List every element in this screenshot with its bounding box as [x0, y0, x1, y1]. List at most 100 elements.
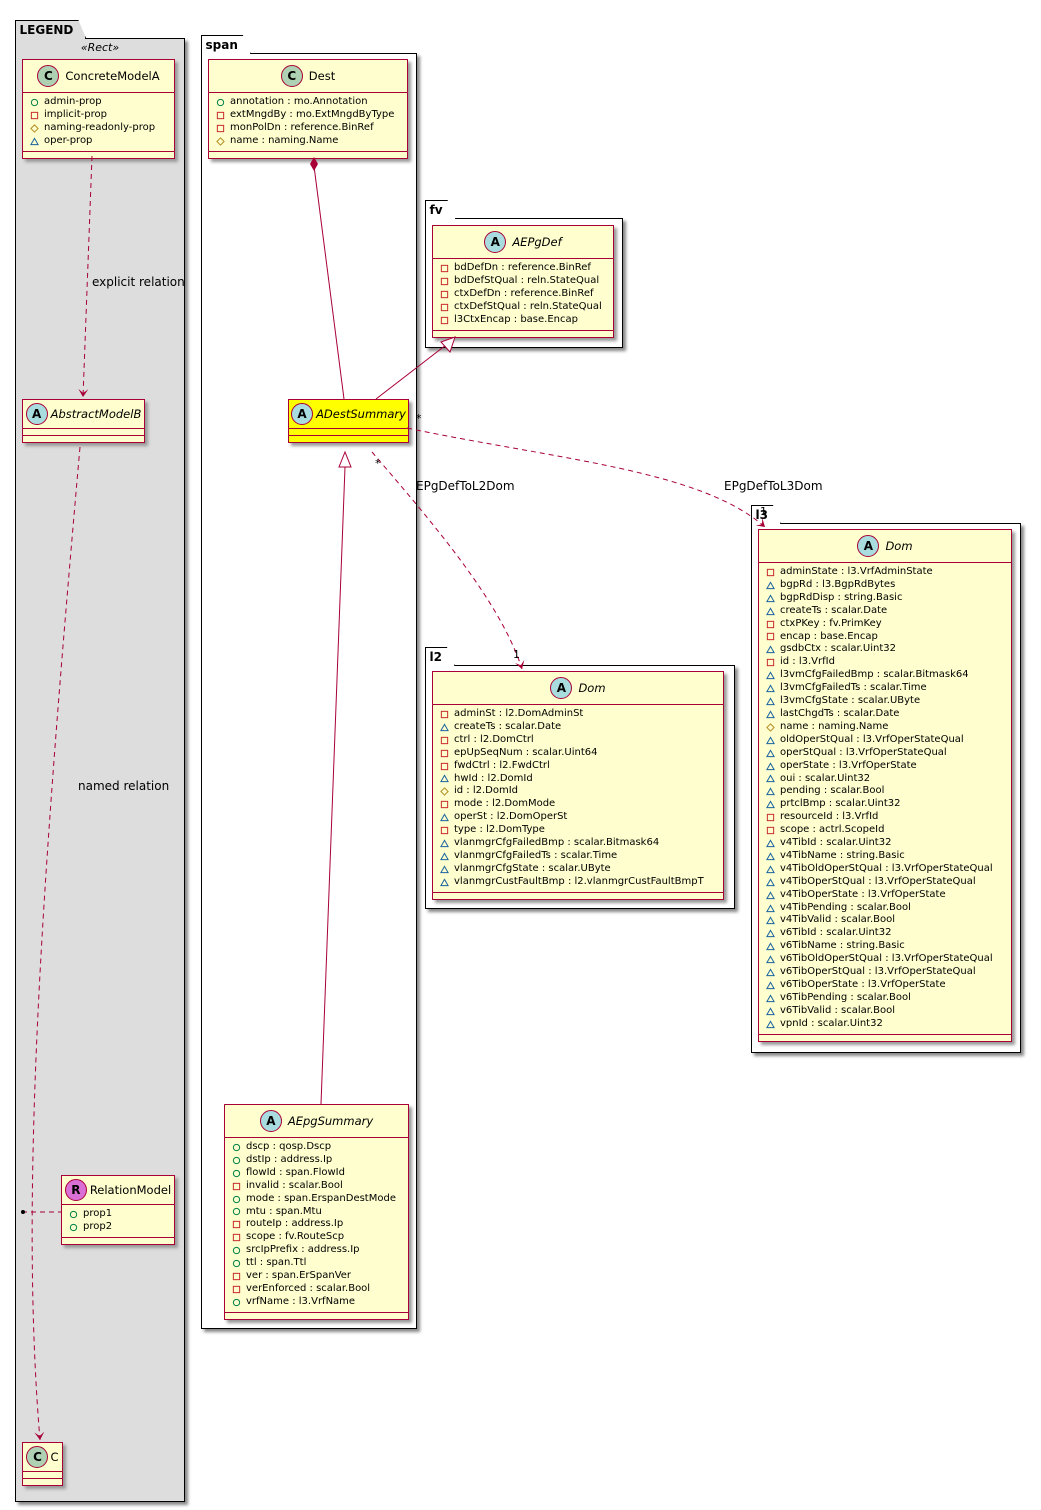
class-abstract-model-b[interactable]: A AbstractModelB	[22, 399, 145, 443]
attribute-row: pending : scalar.Bool	[766, 785, 1011, 798]
attribute-row: mtu : span.Mtu	[232, 1206, 408, 1219]
class-dest[interactable]: C Dest annotation : mo.Annotation extMngd…	[208, 59, 408, 159]
class-c[interactable]: C C	[22, 1442, 63, 1486]
attribute-text: name : naming.Name	[780, 720, 889, 732]
implicit-prop-icon	[440, 800, 449, 809]
attribute-row: operStQual : l3.VrfOperStateQual	[766, 747, 1011, 760]
attribute-row: name : naming.Name	[766, 721, 1011, 734]
attribute-row: createTs : scalar.Date	[766, 605, 1011, 618]
admin-prop-icon	[232, 1207, 241, 1216]
attribute-text: createTs : scalar.Date	[454, 720, 562, 732]
method-compartment	[23, 435, 144, 442]
attribute-row: extMngdBy : mo.ExtMngdByType	[216, 109, 407, 122]
class-name: RelationModel	[89, 1183, 172, 1197]
attribute-row: v6TibOldOperStQual : l3.VrfOperStateQual	[766, 953, 1011, 966]
method-compartment	[209, 150, 407, 158]
implicit-prop-icon	[440, 290, 449, 299]
naming-prop-icon	[216, 136, 225, 146]
class-name: AbstractModelB	[50, 407, 142, 421]
attribute-text: ctxPKey : fv.PrimKey	[780, 617, 882, 629]
attribute-row: routeIp : address.Ip	[232, 1218, 408, 1231]
attribute-row: mode : l2.DomMode	[440, 798, 723, 811]
attribute-text: v4TibId : scalar.Uint32	[780, 837, 892, 849]
attribute-text: epUpSeqNum : scalar.Uint64	[454, 746, 598, 758]
attribute-text: prtclBmp : scalar.Uint32	[780, 798, 901, 810]
attribute-row: id : l2.DomId	[440, 785, 723, 798]
abstract-class-a-icon: A	[550, 677, 573, 699]
attribute-row: vrfName : l3.VrfName	[232, 1296, 408, 1309]
oper-prop-icon	[766, 671, 775, 680]
attribute-row: l3vmCfgFailedTs : scalar.Time	[766, 682, 1011, 695]
attribute-compartment	[23, 428, 144, 435]
attribute-text: v6TibOldOperStQual : l3.VrfOperStateQual	[780, 953, 993, 965]
attribute-text: dstIp : address.Ip	[246, 1153, 333, 1165]
attribute-row: ctxDefStQual : reln.StateQual	[440, 301, 613, 314]
oper-prop-icon	[766, 736, 775, 745]
attribute-row: adminSt : l2.DomAdminSt	[440, 708, 723, 721]
attribute-row: bgpRdDisp : string.Basic	[766, 592, 1011, 605]
attribute-text: dscp : qosp.Dscp	[246, 1141, 332, 1152]
attribute-text: type : l2.DomType	[454, 824, 545, 836]
attribute-row: oldOperStQual : l3.VrfOperStateQual	[766, 734, 1011, 747]
attribute-row: id : l3.VrfId	[766, 656, 1011, 669]
class-header: A AbstractModelB	[23, 400, 144, 428]
attribute-row: mode : span.ErspanDestMode	[232, 1193, 408, 1206]
attribute-text: vlanmgrCfgState : scalar.UByte	[454, 862, 611, 874]
package-fv-tab: fv	[425, 200, 456, 219]
class-header: C Dest	[209, 60, 407, 92]
method-compartment	[62, 1236, 174, 1244]
attribute-row: v6TibId : scalar.Uint32	[766, 927, 1011, 940]
attribute-text: vrfName : l3.VrfName	[246, 1295, 356, 1307]
attribute-compartment	[289, 428, 408, 435]
attribute-text: oldOperStQual : l3.VrfOperStateQual	[780, 733, 964, 745]
admin-prop-icon	[232, 1169, 241, 1178]
attribute-text: annotation : mo.Annotation	[230, 96, 368, 107]
method-compartment	[433, 329, 613, 337]
attribute-row: prop2	[69, 1221, 174, 1234]
attribute-text: v4TibValid : scalar.Bool	[780, 914, 896, 926]
attribute-text: v6TibOperStQual : l3.VrfOperStateQual	[780, 966, 976, 978]
class-adest-summary[interactable]: A ADestSummary	[288, 399, 409, 443]
method-compartment	[759, 1033, 1011, 1041]
attribute-text: v4TibName : string.Basic	[780, 849, 905, 861]
attribute-row: oper-prop	[30, 135, 174, 148]
attribute-text: hwId : l2.DomId	[454, 772, 533, 784]
attribute-row: lastChgdTs : scalar.Date	[766, 708, 1011, 721]
class-name: ADestSummary	[316, 407, 406, 421]
oper-prop-icon	[766, 852, 775, 861]
attribute-text: bdDefDn : reference.BinRef	[454, 262, 591, 273]
attribute-text: resourceId : l3.VrfId	[780, 811, 879, 823]
attribute-row: v4TibName : string.Basic	[766, 850, 1011, 863]
package-l2-tab: l2	[425, 647, 455, 666]
l3-to-multiplicity: 1	[760, 505, 767, 518]
attribute-compartment	[23, 1471, 62, 1478]
implicit-prop-icon	[440, 316, 449, 325]
admin-prop-icon	[69, 1223, 78, 1232]
attribute-text: oui : scalar.Uint32	[780, 772, 871, 784]
package-legend: LEGEND «Rect»	[15, 38, 185, 1502]
implicit-prop-icon	[440, 277, 449, 286]
attribute-row: v4TibOldOperStQual : l3.VrfOperStateQual	[766, 863, 1011, 876]
attribute-text: l3vmCfgFailedTs : scalar.Time	[780, 682, 927, 694]
attribute-row: encap : base.Encap	[766, 631, 1011, 644]
oper-prop-icon	[766, 878, 775, 887]
class-header: A Dom	[759, 530, 1011, 562]
attribute-text: v6TibName : string.Basic	[780, 940, 905, 952]
attribute-row: admin-prop	[30, 96, 174, 109]
class-name: ConcreteModelA	[65, 69, 160, 83]
attribute-row: vpnId : scalar.Uint32	[766, 1018, 1011, 1031]
attribute-row: implicit-prop	[30, 109, 174, 122]
admin-prop-icon	[232, 1246, 241, 1255]
package-legend-tab: LEGEND	[15, 20, 87, 39]
attribute-row: v6TibValid : scalar.Bool	[766, 1005, 1011, 1018]
oper-prop-icon	[766, 981, 775, 990]
oper-prop-icon	[440, 852, 449, 861]
